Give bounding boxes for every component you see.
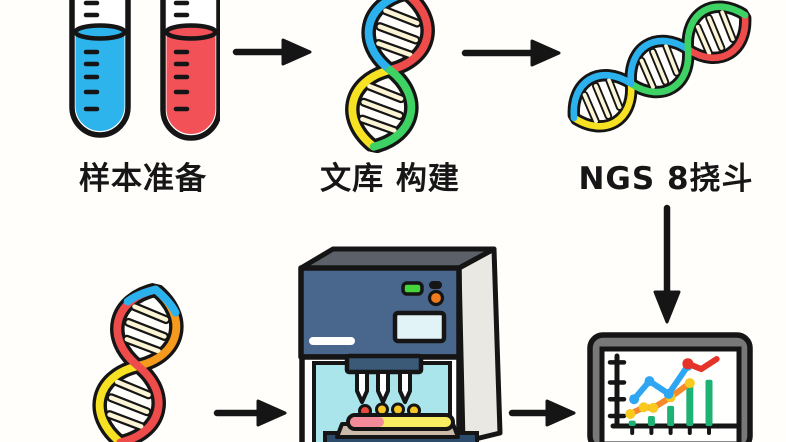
dna-helix-input-icon <box>61 271 216 442</box>
machine-display-screen <box>392 310 447 344</box>
led-indicator-dark <box>429 281 442 289</box>
machine-top-face <box>298 246 497 271</box>
dispenser-head <box>344 353 424 375</box>
tube-graduation-marks <box>173 0 190 112</box>
arrow-right-icon <box>213 399 287 427</box>
dna-helix-library-icon <box>314 0 466 165</box>
power-button-orange <box>427 289 445 307</box>
step-label-library-construction: 文库 构建 <box>320 161 460 197</box>
step-label-sample-prep: 样本准备 <box>79 161 207 197</box>
results-monitor-illustration <box>587 332 753 442</box>
test-tubes-illustration <box>69 0 220 141</box>
pipette-tips <box>355 370 412 404</box>
chart-plot-area <box>607 356 720 435</box>
led-indicator-green <box>401 281 424 296</box>
tube-graduation-marks <box>83 0 100 112</box>
blue-test-tube <box>69 0 131 138</box>
step-label-ngs-sequencing: NGS 8挠斗 <box>578 161 754 197</box>
sequencer-machine-illustration <box>298 246 503 442</box>
red-test-tube <box>160 0 220 141</box>
sample-tray-pink-section <box>350 417 384 427</box>
arrow-right-icon <box>508 399 576 427</box>
machine-side-panel <box>456 246 503 442</box>
arrow-down-icon <box>653 204 681 324</box>
arrow-right-icon <box>232 38 312 66</box>
dna-helix-sequencing-icon <box>545 0 773 161</box>
arrow-right-icon <box>461 39 561 67</box>
machine-slot <box>309 337 355 345</box>
